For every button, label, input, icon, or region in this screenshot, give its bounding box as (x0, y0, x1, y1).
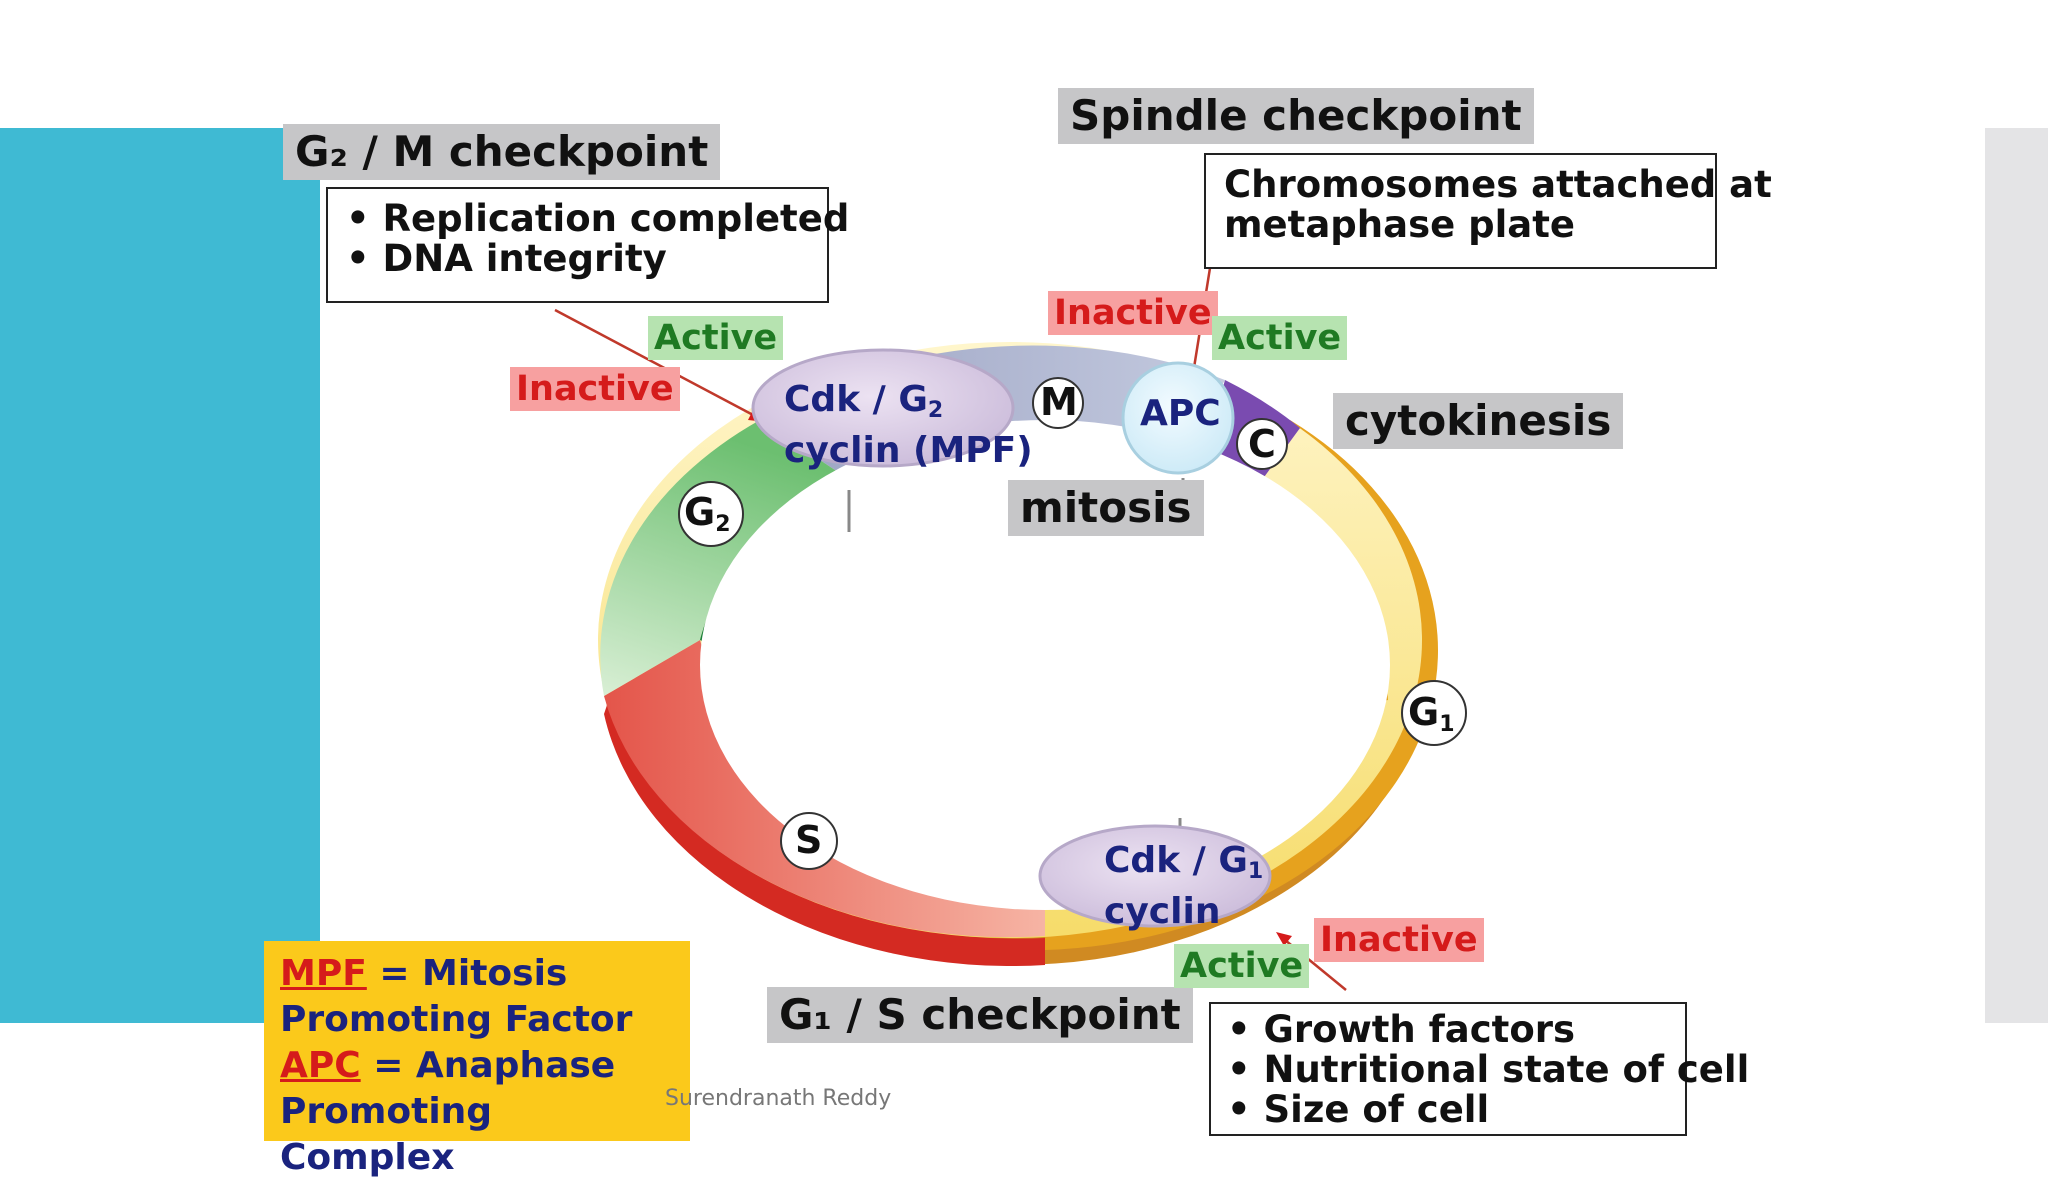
g2m-checkpoint-title: G₂ / M checkpoint (283, 124, 721, 180)
s-phase-circle (780, 812, 838, 870)
g2m-active-tag: Active (648, 316, 784, 360)
g1s-condition-3: • Size of cell (1227, 1088, 1490, 1131)
m-phase-label: M (1040, 380, 1078, 424)
g1s-inactive-tag: Inactive (1314, 918, 1484, 962)
gray-side-strip (1985, 128, 2048, 1023)
mpf-enzyme-label: Cdk / G2 cyclin (MPF) (784, 379, 1033, 471)
spindle-conditions-box: Chromosomes attached at metaphase plate (1204, 153, 1772, 269)
g2m-condition-1: • Replication completed (346, 197, 850, 240)
g2m-condition-2: • DNA integrity (346, 237, 667, 280)
legend-line-mpf: MPF = Mitosis (280, 953, 568, 994)
g1-cyclin-enzyme (1038, 824, 1272, 928)
c-phase-circle (1236, 418, 1288, 470)
apc-label: APC (1140, 393, 1221, 434)
g2-phase-label: G2 (684, 490, 731, 537)
legend-line-apc: APC = Anaphase (280, 1045, 616, 1086)
g2-phase-face (600, 420, 850, 696)
g1-cyclin-label: Cdk / G1 cyclin (1104, 840, 1264, 932)
g1s-active-tag: Active (1174, 944, 1310, 988)
m-phase-circle (1032, 377, 1084, 429)
spindle-condition-line-1: Chromosomes attached at (1224, 163, 1772, 206)
apc-enzyme (1121, 361, 1235, 475)
spindle-condition-line-2: metaphase plate (1224, 203, 1576, 246)
g1s-condition-2: • Nutritional state of cell (1227, 1048, 1750, 1091)
ring-hole (700, 420, 1390, 910)
s-phase-label: S (795, 818, 823, 862)
cytokinesis-label: cytokinesis (1333, 393, 1624, 449)
g1s-conditions-box: • Growth factors • Nutritional state of … (1209, 1002, 1750, 1136)
g2m-conditions-box: • Replication completed • DNA integrity (326, 187, 850, 303)
cell-cycle-ring (554, 267, 1467, 991)
teal-side-panel (0, 128, 320, 1023)
g1-phase-circle (1401, 680, 1467, 746)
g2-phase-circle (678, 481, 744, 547)
c-phase-label: C (1248, 422, 1276, 466)
abbreviation-legend: MPF = Mitosis Promoting Factor APC = Ana… (264, 941, 690, 1178)
spindle-inactive-tag: Inactive (1048, 291, 1218, 335)
g2m-inactive-tag: Inactive (510, 367, 680, 411)
legend-line-apc-2: Promoting Complex (280, 1091, 493, 1178)
g1-phase-label: G1 (1408, 690, 1455, 737)
spindle-active-tag: Active (1212, 316, 1348, 360)
g1s-condition-1: • Growth factors (1227, 1008, 1576, 1051)
legend-line-mpf-2: Promoting Factor (280, 999, 633, 1040)
g1s-checkpoint-title: G₁ / S checkpoint (767, 987, 1193, 1043)
mpf-enzyme (751, 348, 1015, 468)
mitosis-label: mitosis (1008, 480, 1204, 536)
author-credit: Surendranath Reddy (665, 1086, 892, 1111)
spindle-checkpoint-title: Spindle checkpoint (1058, 88, 1534, 144)
